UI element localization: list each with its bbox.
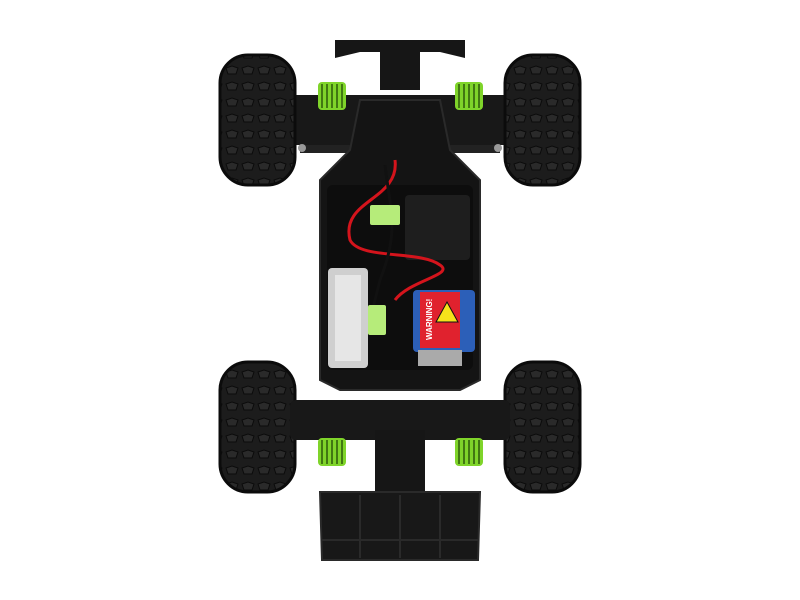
front-left-wheel: [218, 53, 297, 187]
esc-board: [405, 195, 470, 260]
connector-bottom: [368, 305, 386, 335]
rear-right-wheel: [503, 360, 582, 494]
front-right-spring: [455, 82, 483, 110]
motor-warning-label: WARNING!: [425, 299, 434, 340]
red-wire: [347, 159, 445, 301]
front-right-wheel: [503, 53, 582, 187]
rear-right-spring: [455, 438, 483, 466]
rear-left-wheel: [218, 360, 297, 494]
front-bumper: [335, 40, 465, 90]
rear-suspension: [290, 400, 510, 495]
battery: [328, 268, 368, 368]
motor: WARNING!: [413, 290, 475, 366]
rear-left-spring: [318, 438, 346, 466]
connector-top: [370, 205, 400, 225]
front-left-spring: [318, 82, 346, 110]
